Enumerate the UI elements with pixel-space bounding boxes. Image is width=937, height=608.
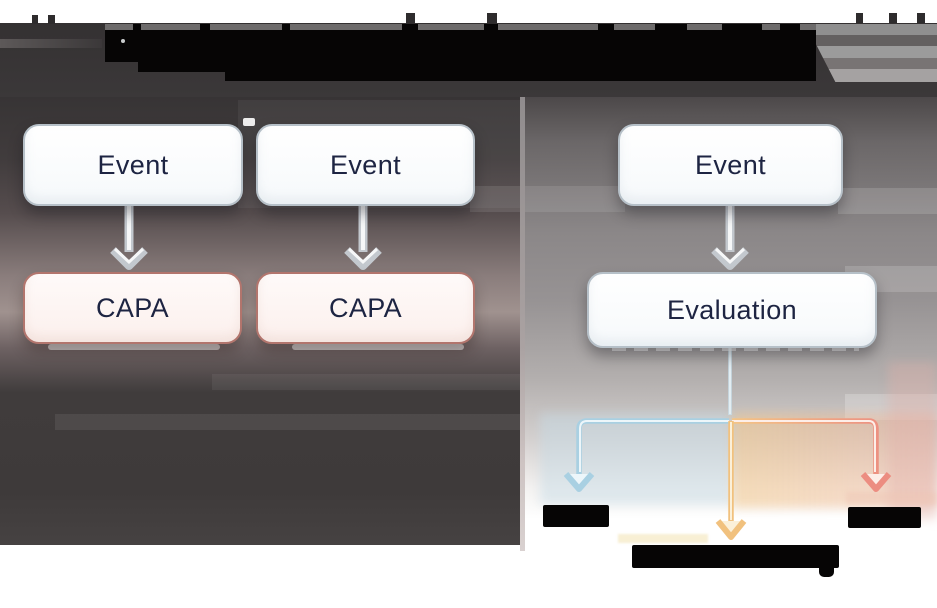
node-capa-1-label: CAPA	[95, 292, 170, 323]
branch-arrow-center-yellow	[715, 421, 747, 540]
branch-right-label-obscured	[848, 507, 921, 528]
arrow-event3-to-evaluation	[711, 203, 749, 270]
background-streak	[55, 414, 521, 430]
background-streak	[470, 186, 521, 212]
branch-left-label-obscured	[543, 505, 609, 527]
node-evaluation: Evaluation	[587, 272, 877, 348]
title-notch	[598, 24, 614, 32]
node-capa-1: CAPA	[23, 272, 242, 344]
title-obscured-text	[105, 30, 816, 62]
background-streak	[838, 188, 937, 214]
title-tick	[48, 15, 55, 24]
arrow-event1-to-capa1	[110, 203, 148, 270]
title-tick	[917, 13, 925, 23]
title-notch	[402, 24, 418, 32]
node-capa-2-label: CAPA	[328, 292, 403, 323]
node-event-2: Event	[256, 124, 475, 206]
title-obscured-text	[138, 60, 816, 72]
background-streak	[525, 186, 625, 212]
node-event-3: Event	[618, 124, 843, 206]
branch-center-label-obscured	[632, 545, 839, 568]
title-notch	[722, 24, 762, 32]
branch-glow-blue	[540, 413, 732, 505]
branch-glow-strip	[846, 492, 937, 505]
title-tick	[32, 15, 38, 24]
title-tick	[487, 13, 497, 24]
node-capa-2: CAPA	[256, 272, 475, 344]
title-speck	[121, 39, 125, 43]
title-notch	[282, 24, 290, 32]
node-event-3-label: Event	[694, 149, 767, 180]
reflection-strip	[612, 346, 859, 351]
node-event-1: Event	[23, 124, 243, 206]
reflection-strip	[48, 344, 220, 350]
branch-arrow-right-red	[732, 418, 892, 492]
title-obscured-topline	[105, 24, 816, 32]
branch-glow-strip	[618, 534, 708, 543]
gap-highlight	[243, 118, 255, 126]
reflection-strip	[292, 344, 464, 350]
branch-glow-pink	[888, 362, 937, 520]
branch-arrow-left-blue	[563, 418, 729, 492]
panel-divider	[520, 97, 525, 551]
title-notch	[484, 24, 498, 32]
title-tick	[406, 13, 415, 24]
branch-center-label-descender	[819, 566, 834, 577]
title-band-streak	[0, 39, 102, 48]
title-tick	[889, 13, 897, 23]
title-tick	[856, 13, 863, 23]
corner-wedge-graphic	[816, 24, 937, 82]
title-notch	[200, 24, 210, 32]
title-notch	[133, 24, 141, 32]
title-notch	[655, 24, 687, 32]
node-event-2-label: Event	[329, 149, 402, 180]
background-streak	[212, 374, 521, 390]
branch-glow-warm	[733, 413, 937, 508]
arrow-event2-to-capa2	[344, 203, 382, 270]
node-event-1-label: Event	[97, 149, 169, 180]
title-obscured-text	[225, 70, 816, 81]
title-notch	[780, 24, 800, 32]
node-evaluation-label: Evaluation	[666, 294, 798, 325]
